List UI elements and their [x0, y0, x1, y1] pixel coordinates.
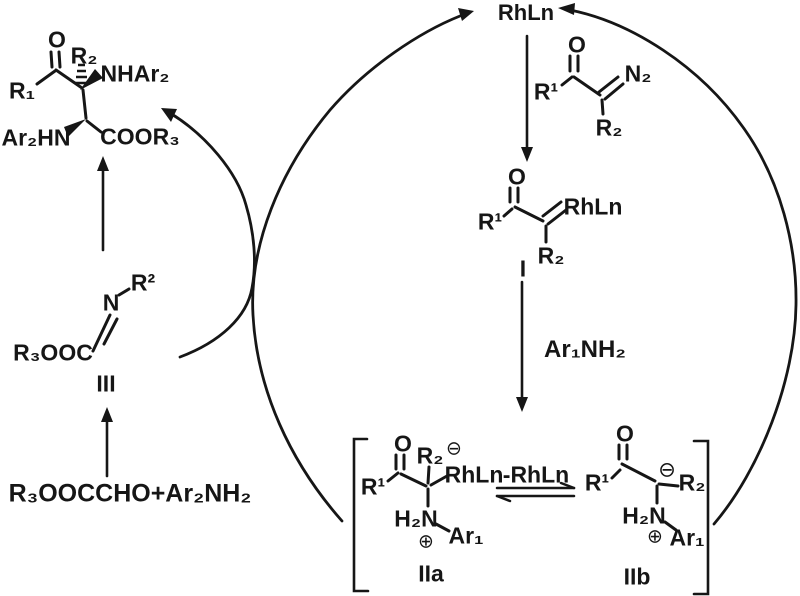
product-wedge-to-nhar2 — [80, 69, 103, 90]
iia-r1-label: R¹ — [360, 473, 386, 500]
imine-r2-label: R² — [130, 269, 156, 296]
product-formation-arc — [168, 111, 256, 359]
arrowhead-to-product — [97, 156, 109, 171]
rhln-loss-label: -RhLn — [502, 461, 570, 488]
iib-r2-label: R₂ — [678, 469, 706, 496]
catalytic-cycle-left-arc — [251, 14, 462, 523]
arrowhead-to-ylides — [516, 397, 528, 412]
left-bracket — [352, 437, 370, 593]
product-ester-label: COOR₃ — [100, 123, 180, 150]
iib-plus-charge-icon: ⊕ — [647, 526, 663, 548]
imine-bonds — [91, 287, 131, 353]
iia-numeral-label: IIa — [418, 560, 444, 587]
imine-n-label: N — [102, 289, 120, 316]
carbene-carbonyl-o-label: O — [508, 163, 526, 190]
product-ar2hn-label: Ar₂HN — [1, 124, 71, 151]
iib-minus-charge-icon: ⊖ — [658, 458, 676, 482]
iia-ar1-label: Ar₁ — [448, 522, 484, 549]
carbene-r2-label: R₂ — [537, 242, 565, 269]
imine-ester-label: R₃OOC — [13, 339, 93, 366]
right-bracket — [692, 439, 710, 596]
iib-carbonyl-o-label: O — [616, 420, 634, 447]
iia-rhln-label: RhLn — [444, 461, 504, 488]
product-wedge-to-ar2hn — [64, 119, 86, 137]
ylide-iia-bonds — [386, 453, 451, 533]
catalytic-cycle-right-arc — [568, 8, 798, 526]
carbene-rhln-label: RhLn — [563, 193, 623, 220]
iia-h2n-label: H₂N — [394, 505, 438, 532]
diazo-r2-label: R₂ — [595, 114, 623, 141]
product-carbonyl-o-label: O — [48, 26, 66, 53]
product-r2-label: R₂ — [70, 42, 98, 69]
arrowhead-left-arc — [458, 8, 474, 21]
precursors-label: R₃OOCCHO+Ar₂NH₂ — [8, 479, 252, 508]
arrowhead-to-carbene — [521, 147, 533, 162]
arrowhead-product-arc — [161, 108, 177, 122]
iia-plus-charge-icon: ⊕ — [418, 531, 434, 553]
arrowhead-right-arc — [558, 3, 575, 15]
imine-numeral-label: III — [96, 370, 116, 397]
ylide-iib-bonds — [610, 443, 680, 532]
iib-h2n-label: H₂N — [622, 502, 666, 529]
diazo-bonds — [560, 54, 625, 116]
catalyst-label: RhLn — [497, 0, 555, 25]
iib-r1-label: R¹ — [584, 469, 610, 496]
diazo-r1-label: R¹ — [533, 78, 559, 105]
equilibrium-arrows — [495, 481, 576, 503]
diazo-carbonyl-o-label: O — [568, 31, 586, 58]
iib-ar1-label: Ar₁ — [669, 524, 705, 551]
product-r1-label: R₁ — [8, 77, 36, 104]
carbene-r1-label: R¹ — [477, 208, 503, 235]
amine-reagent-label: Ar₁NH₂ — [544, 336, 626, 363]
iia-minus-charge-icon: ⊖ — [446, 438, 462, 460]
iib-numeral-label: IIb — [623, 563, 651, 590]
diazo-n2-label: N₂ — [624, 60, 652, 87]
iia-r2-label: R₂ — [416, 442, 444, 469]
carbene-numeral-label: I — [519, 255, 527, 282]
iia-carbonyl-o-label: O — [394, 430, 412, 457]
product-nhar2-label: NHAr₂ — [100, 60, 170, 87]
carbene-bonds — [502, 186, 568, 244]
arrowhead-to-imine — [101, 407, 113, 422]
product-bonds — [35, 50, 103, 134]
